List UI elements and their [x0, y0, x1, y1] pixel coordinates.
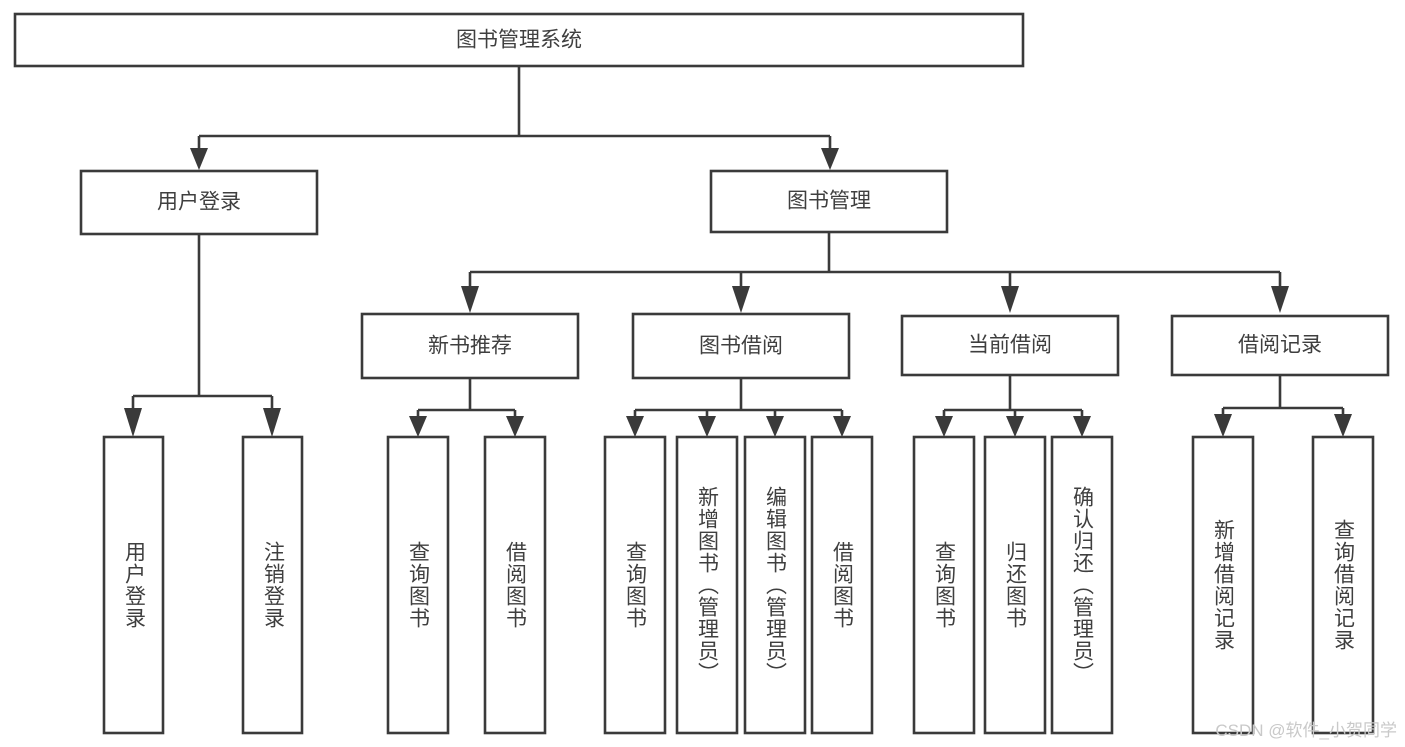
node-label: 新增图书（管理员） [696, 486, 720, 684]
node-label: 借阅图书 [504, 541, 528, 629]
leaf-current-borrow-2[interactable]: 确认归还（管理员） [1050, 435, 1114, 735]
csdn-watermark: CSDN @软件_小贺同学 [1215, 721, 1397, 740]
node-box [1311, 435, 1375, 735]
arrow-icon [1073, 416, 1091, 437]
node-box [102, 435, 165, 735]
connector-borrowrecord-to-leaves [1214, 375, 1352, 437]
node-box [603, 435, 667, 735]
node-label: 注销登录 [262, 541, 286, 629]
node-box [1170, 314, 1390, 377]
node-book-management[interactable]: 图书管理 [709, 169, 949, 234]
connector-root-to-level2 [190, 66, 839, 170]
node-label: 当前借阅 [968, 334, 1052, 357]
arrow-icon [263, 408, 281, 437]
node-label: 编辑图书（管理员） [764, 486, 788, 684]
arrow-icon [506, 416, 524, 437]
leaf-user-login-0[interactable]: 用户登录 [102, 435, 165, 735]
leaf-current-borrow-0[interactable]: 查询图书 [912, 435, 976, 735]
node-box [13, 12, 1025, 68]
node-borrow-record[interactable]: 借阅记录 [1170, 314, 1390, 377]
node-box [79, 169, 319, 236]
leaf-book-borrow-1[interactable]: 新增图书（管理员） [675, 435, 739, 735]
leaf-book-borrow-0[interactable]: 查询图书 [603, 435, 667, 735]
node-label: 用户登录 [157, 191, 241, 214]
leaf-book-borrow-2[interactable]: 编辑图书（管理员） [743, 435, 807, 735]
connector-newbook-to-leaves [409, 378, 524, 437]
node-label: 图书管理 [787, 190, 871, 213]
node-book-borrow[interactable]: 图书借阅 [631, 312, 851, 380]
leaf-borrow-record-0[interactable]: 新增借阅记录 [1191, 435, 1255, 735]
arrow-icon [1334, 414, 1352, 437]
node-box [912, 435, 976, 735]
connector-bookmgmt-to-level3 [461, 232, 1289, 313]
node-box [360, 312, 580, 380]
node-label: 借阅记录 [1238, 334, 1322, 357]
node-user-login[interactable]: 用户登录 [79, 169, 319, 236]
node-label: 查询图书 [624, 541, 648, 629]
node-label: 新书推荐 [428, 335, 512, 358]
node-label: 归还图书 [1004, 541, 1028, 629]
node-box [1050, 435, 1114, 735]
node-box [900, 314, 1120, 377]
leaf-book-borrow-3[interactable]: 借阅图书 [810, 435, 874, 735]
node-root[interactable]: 图书管理系统 [13, 12, 1025, 68]
arrow-icon [833, 416, 851, 437]
arrow-icon [409, 416, 427, 437]
node-label: 查询图书 [407, 541, 431, 629]
node-box [386, 435, 450, 735]
arrow-icon [766, 416, 784, 437]
node-label: 图书借阅 [699, 335, 783, 358]
connector-bookborrow-to-leaves [626, 378, 851, 437]
node-label: 查询借阅记录 [1332, 519, 1356, 651]
arrow-icon [1006, 416, 1024, 437]
connector-userlogin-to-leaves [124, 234, 281, 437]
node-box [675, 435, 739, 735]
node-box [709, 169, 949, 234]
node-label: 用户登录 [123, 541, 147, 629]
node-box [1191, 435, 1255, 735]
arrow-icon [935, 416, 953, 437]
node-label: 确认归还（管理员） [1071, 486, 1095, 684]
node-label: 新增借阅记录 [1212, 519, 1236, 651]
arrow-icon [1001, 286, 1019, 313]
node-label: 借阅图书 [831, 541, 855, 629]
node-box [483, 435, 547, 735]
arrow-icon [461, 286, 479, 313]
node-new-book-recommend[interactable]: 新书推荐 [360, 312, 580, 380]
node-current-borrow[interactable]: 当前借阅 [900, 314, 1120, 377]
leaf-borrow-record-1[interactable]: 查询借阅记录 [1311, 435, 1375, 735]
node-box [743, 435, 807, 735]
node-label: 图书管理系统 [456, 29, 582, 52]
arrow-icon [1214, 414, 1232, 437]
node-box [983, 435, 1047, 735]
leaf-new-book-recommend-1[interactable]: 借阅图书 [483, 435, 547, 735]
leaf-new-book-recommend-0[interactable]: 查询图书 [386, 435, 450, 735]
node-box [631, 312, 851, 380]
arrow-icon [698, 416, 716, 437]
arrow-icon [190, 148, 208, 170]
arrow-icon [124, 408, 142, 437]
node-box [810, 435, 874, 735]
arrow-icon [821, 148, 839, 170]
leaf-current-borrow-1[interactable]: 归还图书 [983, 435, 1047, 735]
node-box [241, 435, 304, 735]
arrow-icon [1271, 286, 1289, 313]
arrow-icon [626, 416, 644, 437]
arrow-icon [732, 286, 750, 313]
connector-currentborrow-to-leaves [935, 375, 1091, 437]
leaf-user-login-1[interactable]: 注销登录 [241, 435, 304, 735]
node-label: 查询图书 [933, 541, 957, 629]
